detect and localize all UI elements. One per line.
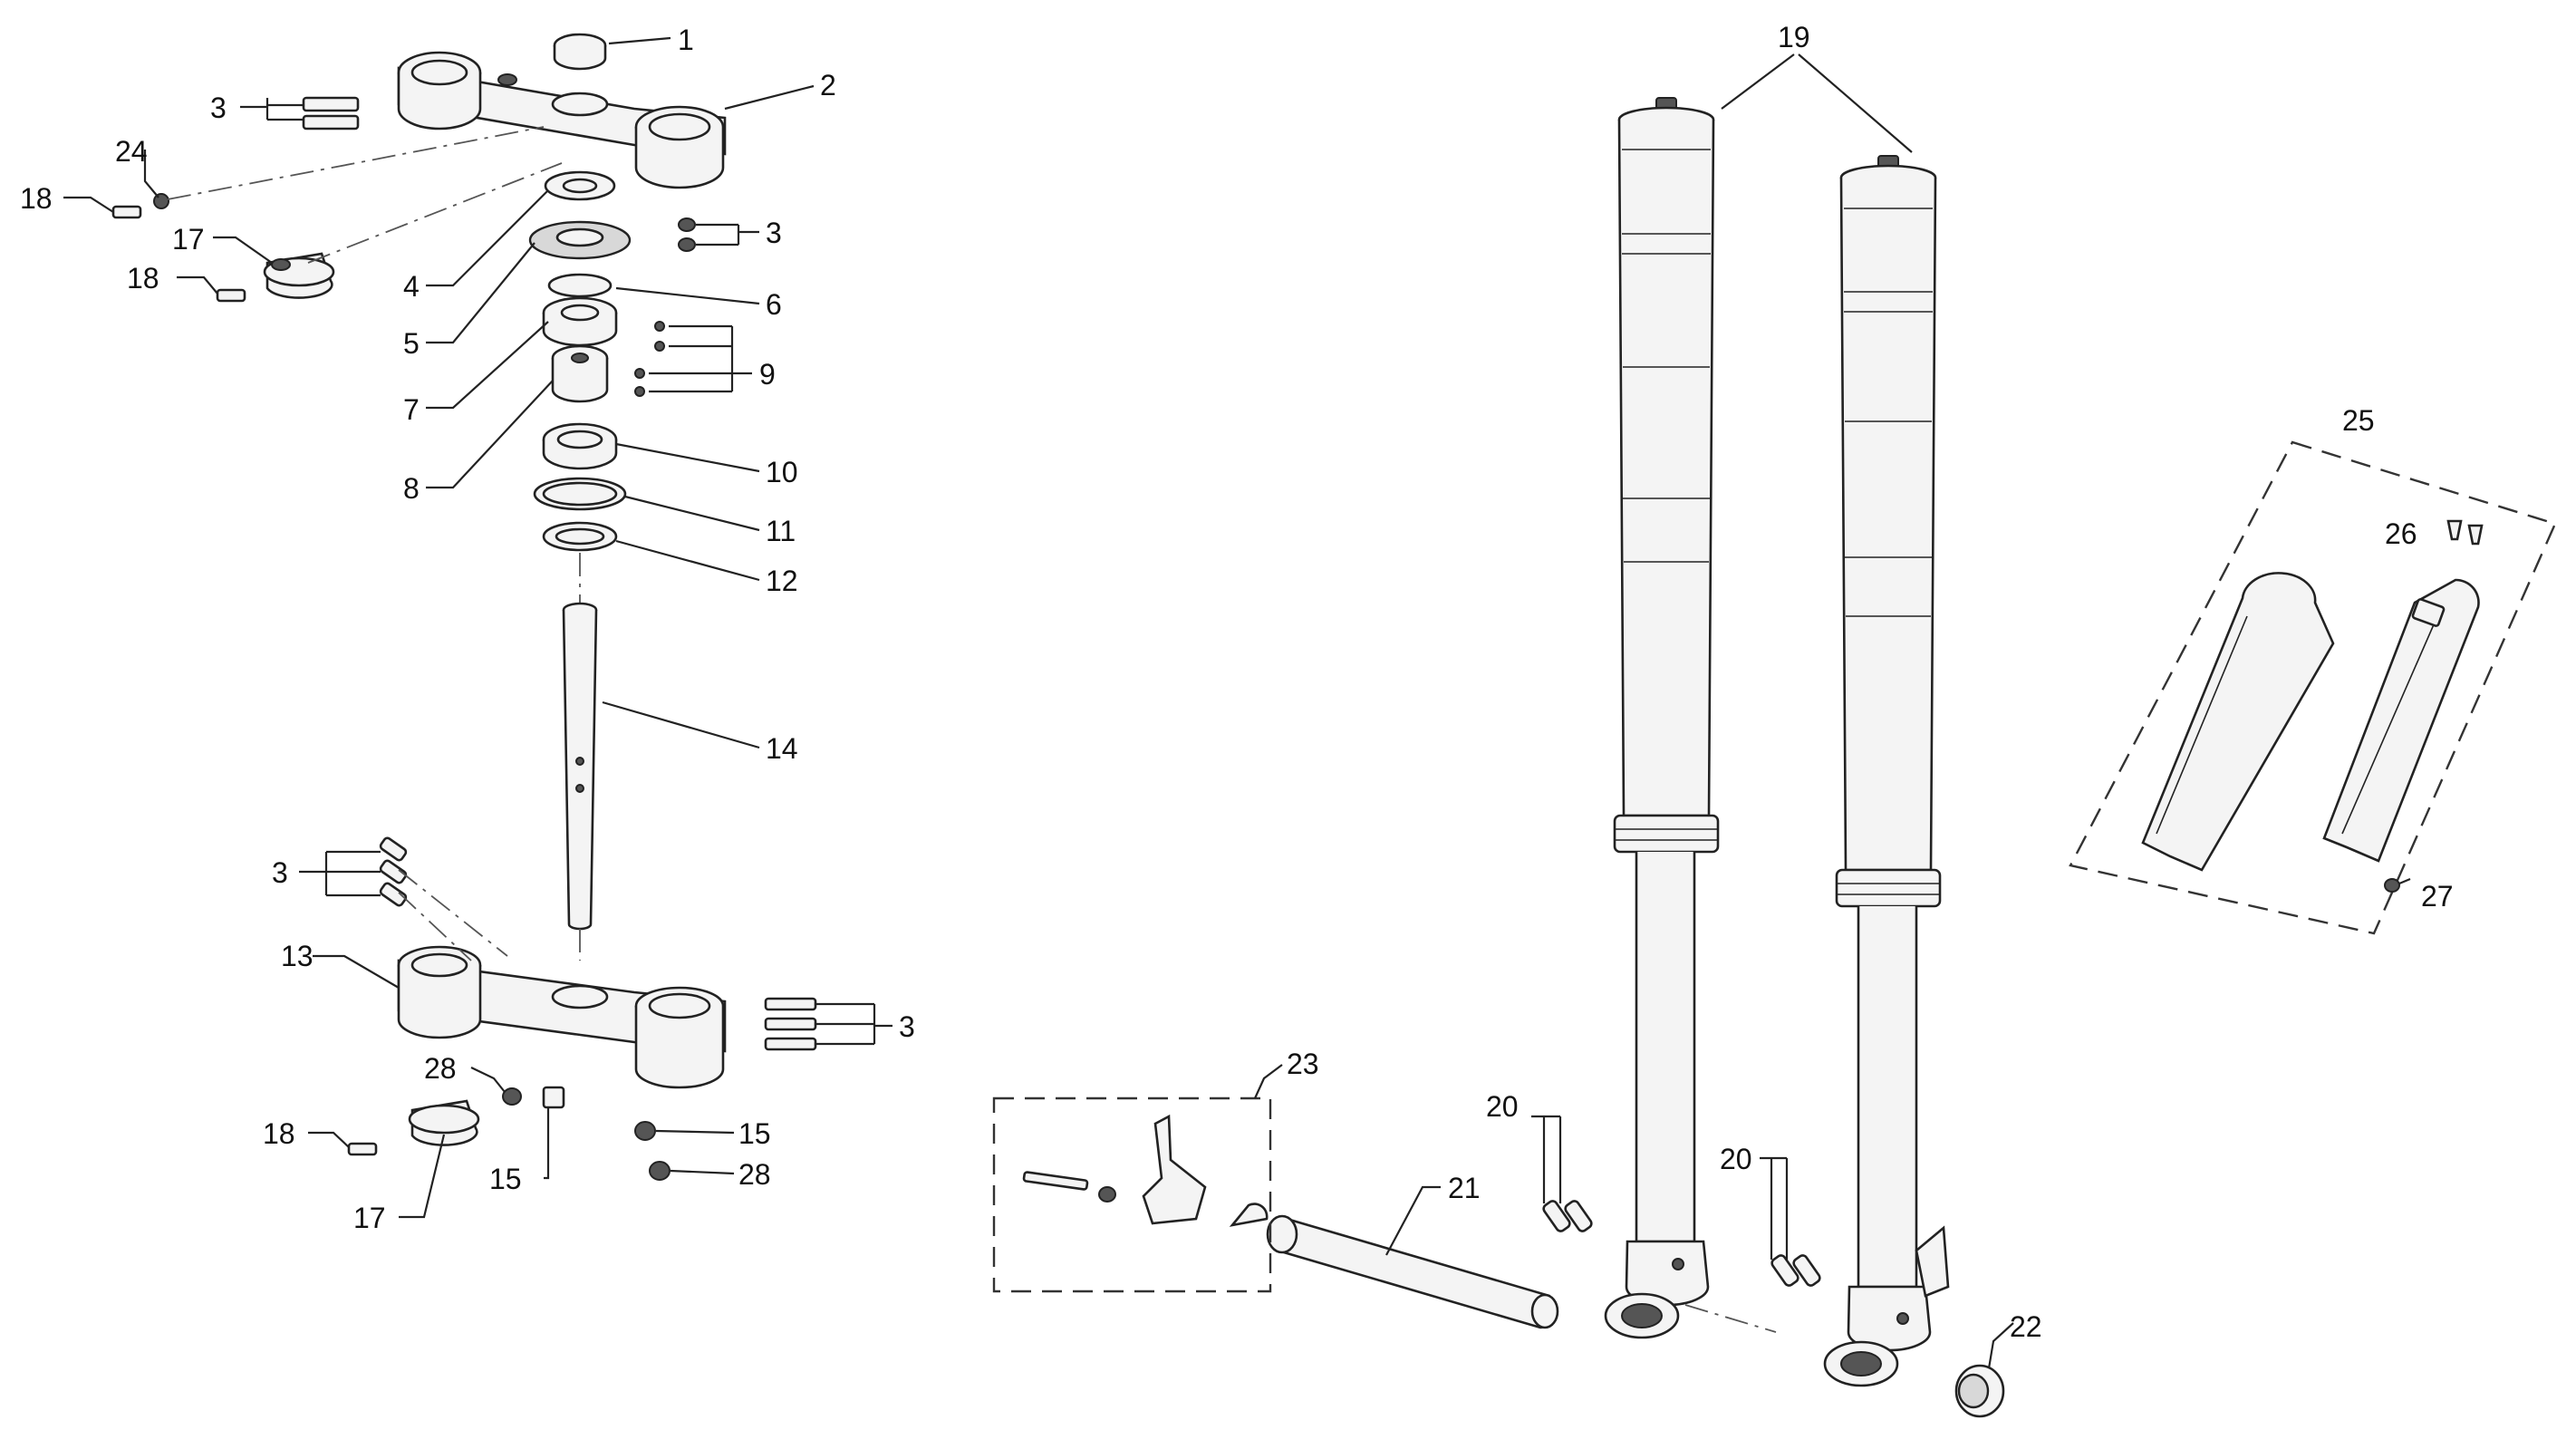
callout-6: 6	[766, 288, 782, 321]
lower-clamp-bolts-left	[379, 836, 408, 907]
bolt-18-upper	[111, 205, 142, 219]
pinch-bolts-right	[1770, 1254, 1821, 1287]
callout-10: 10	[766, 456, 798, 488]
fork-guard-left	[2141, 572, 2335, 872]
leader-lines	[63, 36, 2411, 1369]
callout-23: 23	[1287, 1048, 1319, 1080]
callout-28-upper: 28	[424, 1052, 457, 1085]
callout-20-left: 20	[1486, 1090, 1519, 1123]
fork-leg-right	[1823, 155, 1950, 1387]
nut-28-upper	[502, 1087, 522, 1106]
callout-24: 24	[115, 135, 148, 168]
callout-1: 1	[678, 24, 694, 56]
callout-28-lower: 28	[738, 1158, 771, 1191]
callout-3-upper-left: 3	[210, 92, 227, 124]
steering-stem	[562, 553, 598, 961]
handlebar-clamp-lower	[408, 1099, 480, 1146]
callout-3-lower-right: 3	[899, 1010, 915, 1043]
callout-17-upper: 17	[172, 223, 205, 256]
callout-15-lower: 15	[489, 1163, 522, 1195]
small-bolts-9	[634, 321, 665, 397]
screw-27	[2384, 878, 2400, 893]
callout-2: 2	[820, 69, 836, 101]
screws-26	[2446, 519, 2484, 546]
alignment-line-lower	[398, 869, 508, 961]
bolt-18-middle	[216, 288, 246, 303]
nut-15	[634, 1121, 656, 1141]
callout-26: 26	[2385, 517, 2417, 550]
stem-nut	[553, 33, 607, 71]
callout-12: 12	[766, 565, 798, 597]
fork-guard-right	[2322, 578, 2480, 863]
callout-15-right: 15	[738, 1117, 771, 1150]
nut-28-lower	[649, 1161, 671, 1181]
upper-clamp-bolts-right	[678, 217, 696, 252]
kit-23-parts	[1022, 1114, 1269, 1227]
callout-25: 25	[2342, 404, 2375, 437]
kit-box-23	[992, 1096, 1272, 1293]
callout-4: 4	[403, 270, 420, 303]
callout-18-middle: 18	[127, 262, 159, 295]
spacer-15	[542, 1086, 565, 1109]
bolt-18-lower	[347, 1142, 378, 1156]
callout-18-lower: 18	[263, 1117, 295, 1150]
alignment-line-upper	[167, 126, 563, 264]
callout-19: 19	[1778, 21, 1810, 53]
callout-18-upper: 18	[20, 182, 53, 215]
callout-3-lower-left: 3	[272, 856, 288, 889]
callout-22: 22	[2010, 1310, 2042, 1343]
front-axle	[1266, 1214, 1559, 1329]
callout-14: 14	[766, 732, 798, 765]
callout-13: 13	[281, 940, 314, 972]
handlebar-clamp-upper	[263, 252, 335, 299]
pinch-bolts-left	[1542, 1200, 1593, 1232]
callout-3-upper-right: 3	[766, 217, 782, 249]
callout-labels: 1 2 3 3 24 18 17 18 4 5 6 7 9 8 10 11 12…	[20, 21, 2454, 1343]
fork-leg-left	[1604, 97, 1720, 1339]
upper-triple-clamp	[397, 51, 727, 189]
lower-clamp-bolts-right	[764, 997, 817, 1051]
callout-20-right: 20	[1720, 1143, 1752, 1175]
alignment-line-axle	[1684, 1304, 1777, 1333]
kit-box-25	[2069, 440, 2557, 935]
callout-5: 5	[403, 327, 420, 360]
lower-triple-clamp	[397, 945, 727, 1089]
callout-21: 21	[1448, 1172, 1481, 1204]
upper-clamp-bolts-left	[302, 96, 360, 130]
callout-8: 8	[403, 472, 420, 505]
callout-17-lower: 17	[353, 1202, 386, 1234]
callout-7: 7	[403, 393, 420, 426]
axle-nut	[1954, 1364, 2005, 1418]
bearing-stack	[528, 170, 632, 552]
callout-11: 11	[766, 515, 796, 547]
callout-27: 27	[2421, 880, 2454, 913]
callout-9: 9	[759, 358, 776, 391]
